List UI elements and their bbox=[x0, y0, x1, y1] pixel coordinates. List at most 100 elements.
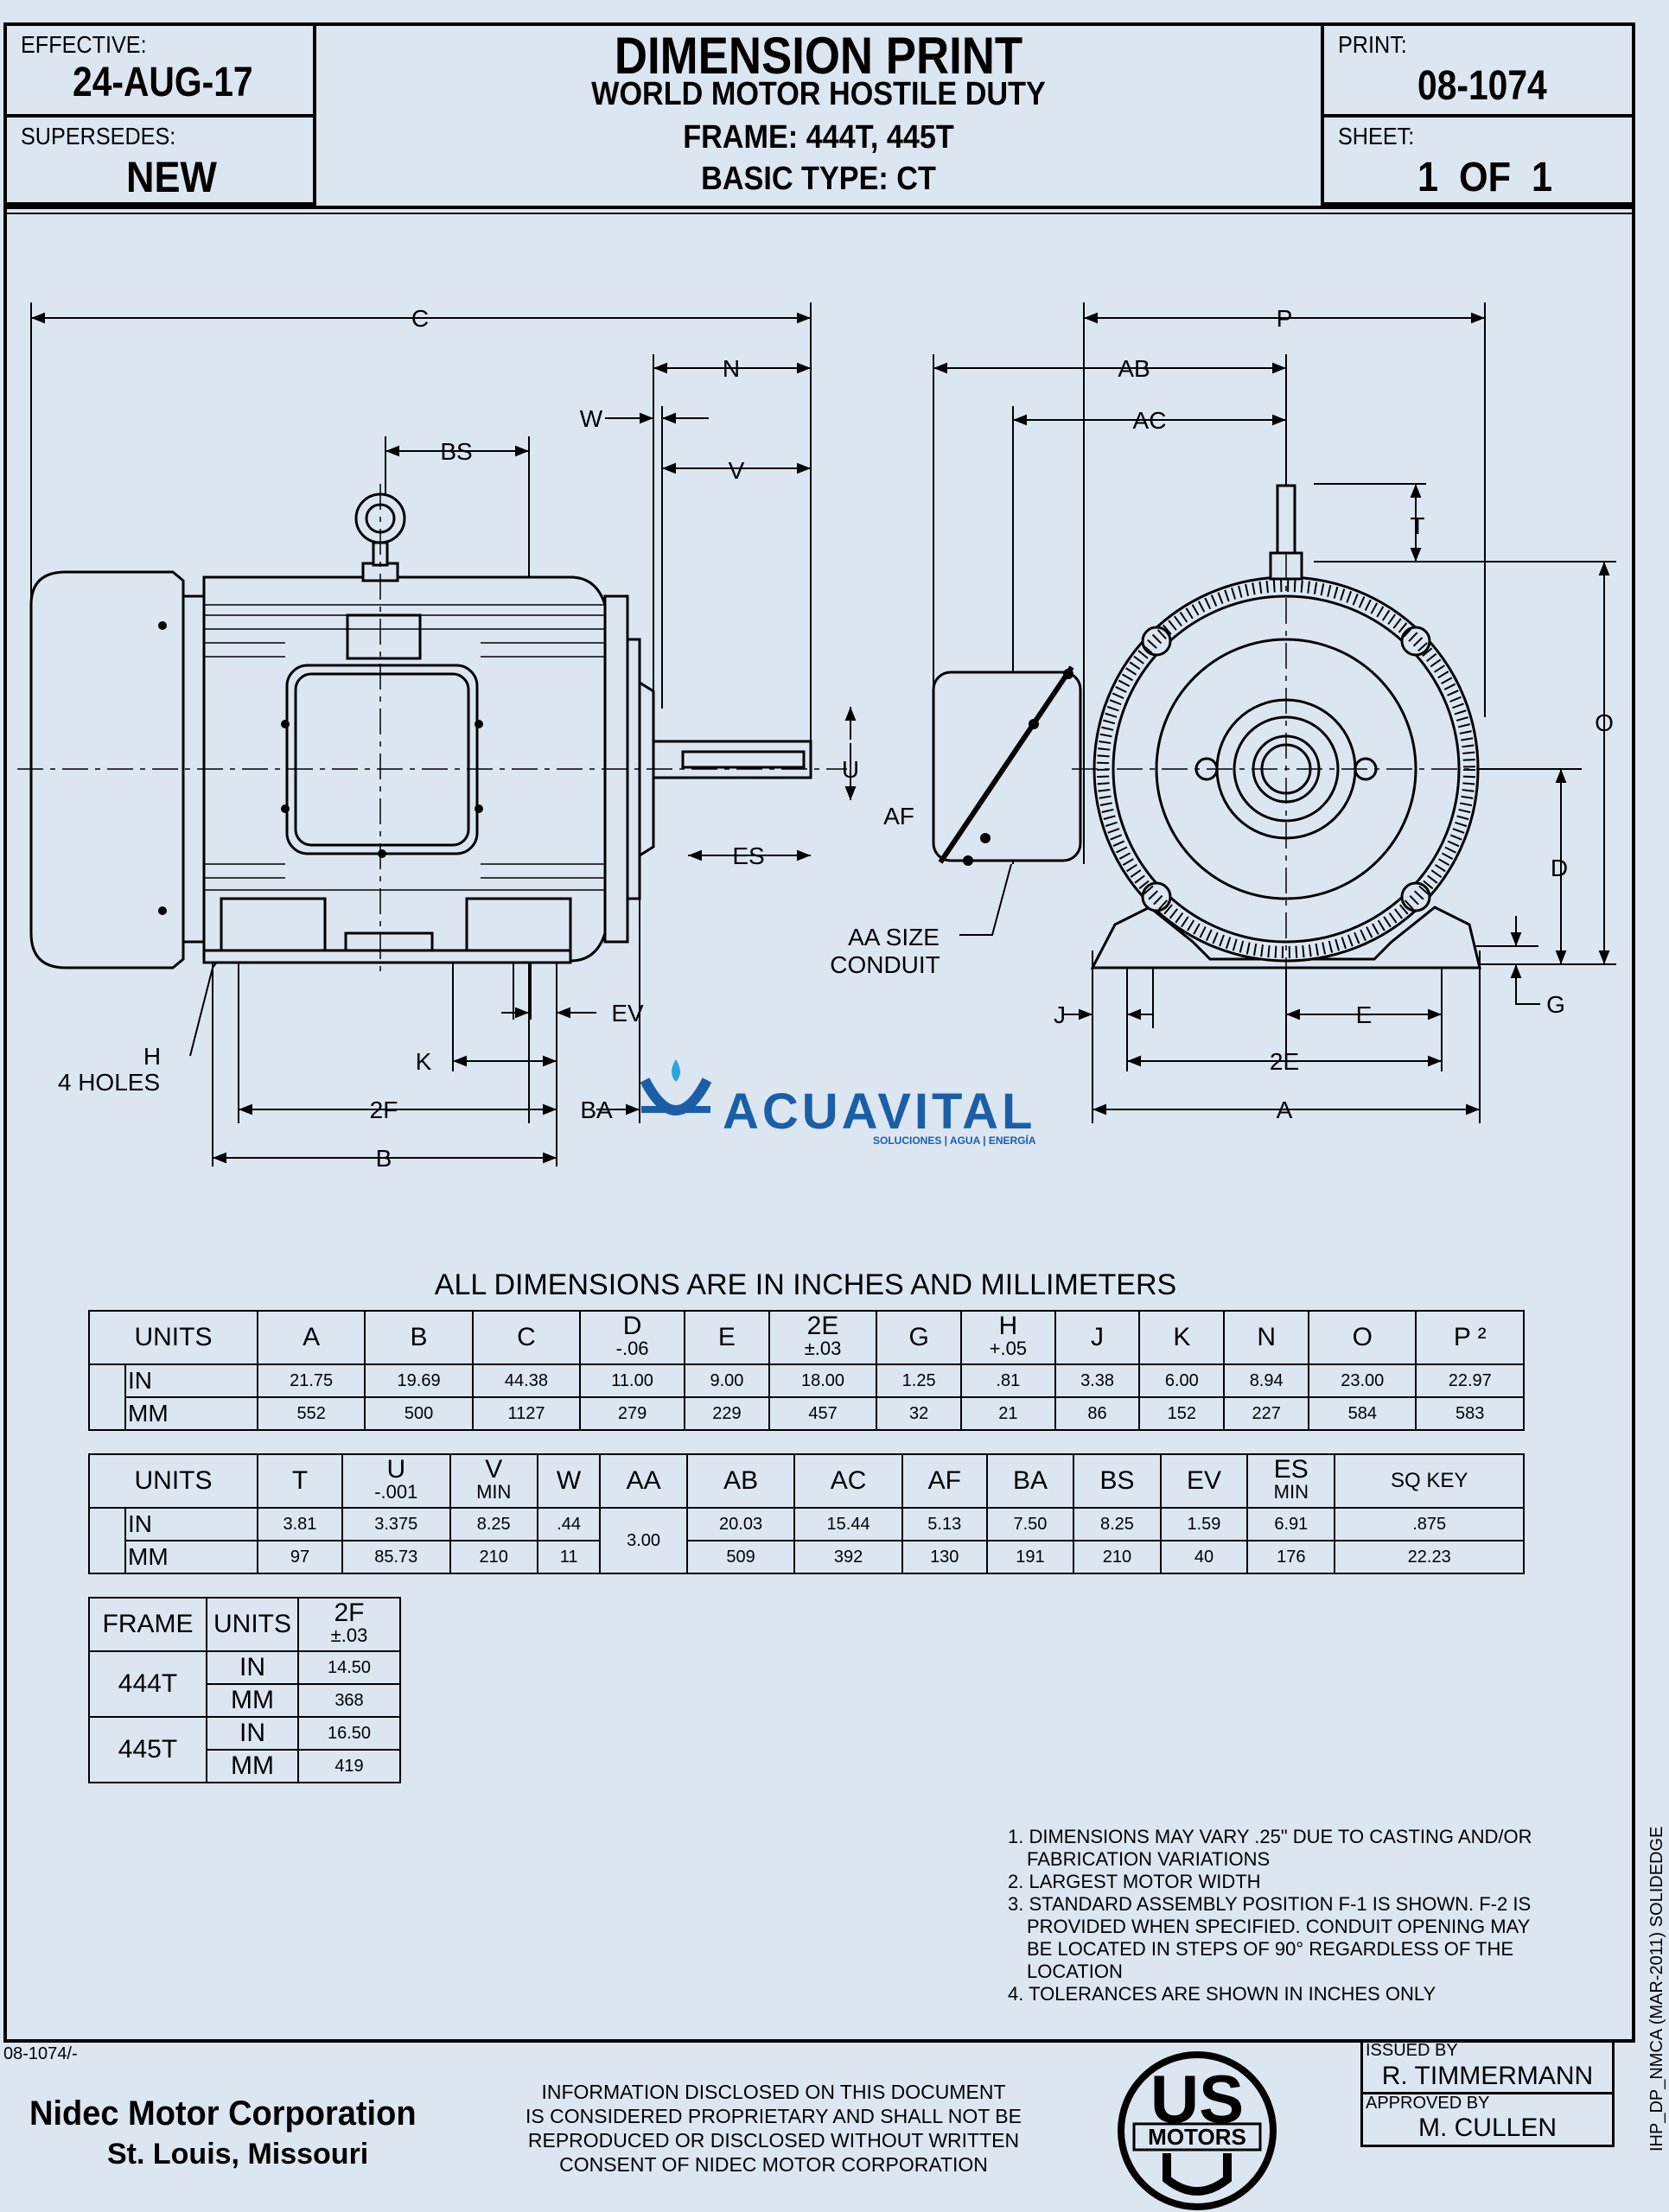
value-cell: 227 bbox=[1223, 1396, 1310, 1431]
value-cell: 3.38 bbox=[1054, 1363, 1141, 1398]
note-line: PROVIDED WHEN SPECIFIED. CONDUIT OPENING… bbox=[1027, 1916, 1531, 1937]
value-cell: 11.00 bbox=[579, 1363, 686, 1398]
issued-value: R. TIMMERMANN bbox=[1381, 2062, 1594, 2090]
column-header: AC bbox=[793, 1453, 903, 1509]
note-line: LOCATION bbox=[1027, 1961, 1123, 1982]
column-header-main: AF bbox=[927, 1466, 961, 1495]
note-line: FABRICATION VARIATIONS bbox=[1027, 1848, 1271, 1870]
page-title: DIMENSION PRINT bbox=[614, 27, 1023, 85]
unit-label: MM bbox=[124, 1540, 259, 1574]
approved-label: APPROVED BY bbox=[1366, 2094, 1490, 2113]
column-header: G bbox=[876, 1310, 963, 1365]
frame-text: FRAME: 444T, 445T bbox=[683, 119, 954, 156]
value-cell: 85.73 bbox=[341, 1540, 451, 1574]
units-header: UNITS bbox=[88, 1310, 258, 1365]
value-cell: 6.00 bbox=[1138, 1363, 1226, 1398]
blank-cell bbox=[88, 1363, 125, 1431]
dim-label-b: B bbox=[376, 1145, 392, 1172]
value-cell: 210 bbox=[449, 1540, 538, 1574]
dim-label-2f: 2F bbox=[370, 1096, 398, 1123]
column-header-main: G bbox=[908, 1323, 929, 1351]
value-cell: 1.25 bbox=[876, 1363, 963, 1398]
column-header-main: H bbox=[998, 1312, 1018, 1340]
note-line: 3. STANDARD ASSEMBLY POSITION F-1 IS SHO… bbox=[1008, 1893, 1532, 1915]
table-header-row: FRAME UNITS 2F±.03 bbox=[88, 1597, 401, 1652]
value-cell: 552 bbox=[256, 1396, 366, 1431]
column-header-main: E bbox=[717, 1323, 736, 1351]
column-header-sub: +.05 bbox=[989, 1338, 1028, 1359]
column-header: K bbox=[1138, 1310, 1226, 1365]
2f-header-sub: ±.03 bbox=[330, 1624, 368, 1646]
column-header: SQ KEY bbox=[1334, 1453, 1525, 1509]
value-cell: 16.50 bbox=[297, 1716, 401, 1751]
value-cell: 583 bbox=[1415, 1396, 1525, 1431]
dim-label-h: H bbox=[143, 1043, 161, 1070]
dim-label-j: J bbox=[1054, 1001, 1066, 1028]
dim-label-bs: BS bbox=[440, 438, 472, 465]
column-header-main: J bbox=[1091, 1323, 1105, 1351]
column-header: N bbox=[1223, 1310, 1310, 1365]
value-cell: 457 bbox=[768, 1396, 878, 1431]
column-header: AB bbox=[685, 1453, 796, 1509]
column-header-main: AB bbox=[723, 1466, 759, 1495]
column-header-sub: MIN bbox=[1273, 1481, 1309, 1503]
frame-cell: 445T bbox=[88, 1716, 207, 1783]
watermark-name: ACUAVITAL bbox=[723, 1084, 1035, 1140]
effective-value: 24-AUG-17 bbox=[73, 60, 253, 105]
unit-label: MM bbox=[124, 1396, 258, 1431]
value-cell: 7.50 bbox=[985, 1507, 1075, 1541]
unit-label: IN bbox=[206, 1650, 299, 1685]
basic-type-text: BASIC TYPE: CT bbox=[701, 161, 936, 197]
dim-label-ab: AB bbox=[1118, 355, 1150, 382]
value-cell: 23.00 bbox=[1308, 1363, 1417, 1398]
dim-label-o: O bbox=[1595, 709, 1614, 736]
value-cell: 6.91 bbox=[1246, 1507, 1336, 1541]
dim-label-c: C bbox=[411, 305, 429, 332]
column-header: H+.05 bbox=[960, 1310, 1056, 1365]
column-header: J bbox=[1054, 1310, 1141, 1365]
value-cell: 584 bbox=[1308, 1396, 1417, 1431]
us-motors-logo-icon: US MOTORS bbox=[1118, 2051, 1277, 2210]
frame-cell: 444T bbox=[88, 1650, 207, 1718]
aa-value-cell: 3.00 bbox=[599, 1507, 688, 1574]
column-header-main: P ² bbox=[1453, 1323, 1487, 1351]
column-header-main: C bbox=[517, 1323, 536, 1351]
2f-header-main: 2F bbox=[334, 1599, 365, 1627]
table-row: MM 368 bbox=[89, 1683, 401, 1718]
dim-label-e: E bbox=[1356, 1001, 1373, 1028]
value-cell: 11 bbox=[536, 1540, 602, 1574]
value-cell: 9.00 bbox=[684, 1363, 770, 1398]
logo-mid-text: MOTORS bbox=[1148, 2124, 1246, 2150]
note-line: BE LOCATED IN STEPS OF 90° REGARDLESS OF… bbox=[1027, 1938, 1514, 1960]
approved-value: M. CULLEN bbox=[1417, 2113, 1558, 2142]
column-header-main: BA bbox=[1012, 1466, 1048, 1495]
value-cell: 32 bbox=[876, 1396, 963, 1431]
value-cell: 3.375 bbox=[341, 1507, 451, 1541]
unit-label: IN bbox=[124, 1363, 258, 1398]
table-row: 445T IN 16.50 bbox=[88, 1716, 401, 1783]
value-cell: 8.25 bbox=[449, 1507, 538, 1541]
2f-header: 2F±.03 bbox=[297, 1597, 401, 1652]
value-cell: .81 bbox=[960, 1363, 1056, 1398]
disclaimer-line: IS CONSIDERED PROPRIETARY AND SHALL NOT … bbox=[526, 2105, 1022, 2127]
column-header-main: AA bbox=[626, 1466, 661, 1495]
value-cell: 176 bbox=[1246, 1540, 1336, 1574]
issued-label: ISSUED BY bbox=[1366, 2041, 1458, 2060]
column-header: A bbox=[256, 1310, 366, 1365]
dim-label-t: T bbox=[1410, 512, 1424, 539]
dim-label-holes: 4 HOLES bbox=[58, 1069, 160, 1096]
note-line: 2. LARGEST MOTOR WIDTH bbox=[1008, 1871, 1261, 1892]
supersedes-label: SUPERSEDES: bbox=[21, 123, 176, 149]
column-header: B bbox=[364, 1310, 474, 1365]
value-cell: 130 bbox=[901, 1540, 988, 1574]
column-header: E bbox=[684, 1310, 770, 1365]
value-cell: 21.75 bbox=[256, 1363, 366, 1398]
value-cell: 86 bbox=[1054, 1396, 1141, 1431]
column-header-main: ES bbox=[1273, 1455, 1309, 1484]
value-cell: 21 bbox=[960, 1396, 1056, 1431]
column-header: O bbox=[1308, 1310, 1417, 1365]
column-header: U-.001 bbox=[341, 1453, 451, 1509]
